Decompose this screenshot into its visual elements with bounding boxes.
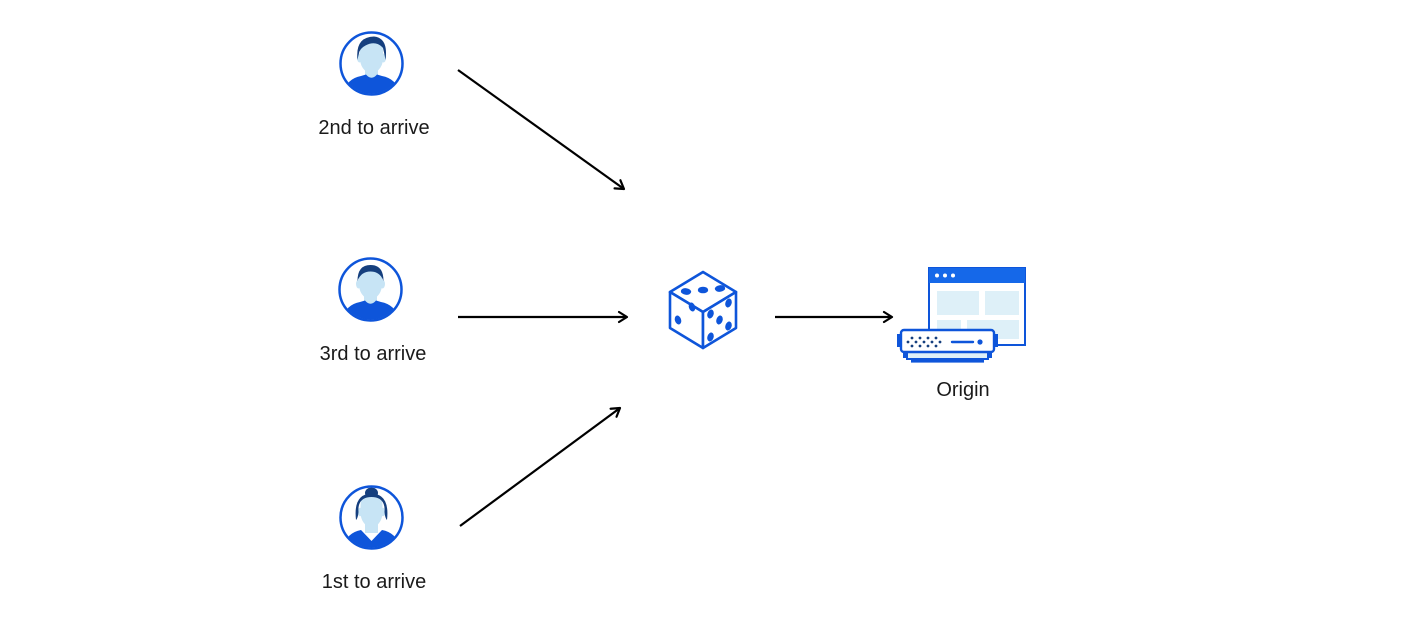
origin-node: Origin bbox=[893, 260, 1028, 401]
client-node-1st-to-arrive: 1st to arrive bbox=[322, 484, 426, 593]
user-avatar-man-swept-hair-icon bbox=[339, 31, 404, 96]
client-node-3rd-to-arrive: 3rd to arrive bbox=[320, 256, 426, 365]
rack-server-icon bbox=[897, 328, 998, 363]
origin-label: Origin bbox=[936, 379, 990, 401]
client-label-3rd-to-arrive: 3rd to arrive bbox=[319, 343, 427, 365]
user-avatar-man-short-hair-icon bbox=[338, 257, 403, 322]
client-label-1st-to-arrive: 1st to arrive bbox=[321, 571, 427, 593]
client-label-2nd-to-arrive: 2nd to arrive bbox=[318, 117, 430, 139]
server-led-dots bbox=[906, 336, 942, 348]
arrow-client-1st-to-dice bbox=[459, 406, 622, 527]
dice-icon bbox=[668, 270, 738, 350]
client-node-2nd-to-arrive: 2nd to arrive bbox=[318, 30, 430, 139]
origin-server-icon bbox=[897, 267, 1026, 363]
dice-node bbox=[665, 266, 741, 359]
user-avatar-woman-bun-icon bbox=[339, 485, 404, 550]
arrow-client-2nd-to-dice bbox=[457, 69, 626, 191]
